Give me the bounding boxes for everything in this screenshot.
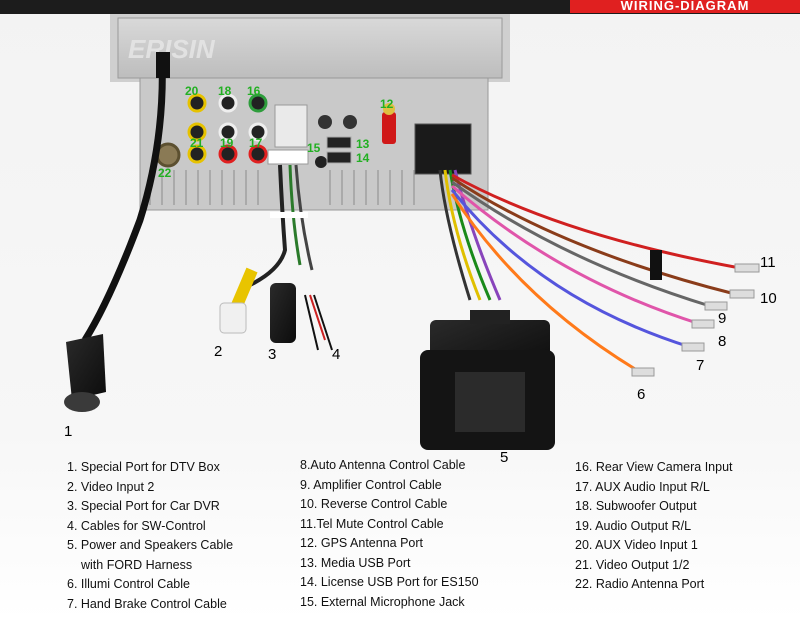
callout-15: 15 bbox=[307, 141, 321, 155]
label-3: 3 bbox=[268, 346, 277, 363]
video-and-control-cables bbox=[219, 164, 333, 351]
head-unit-chassis: ERISIN bbox=[110, 14, 510, 211]
legend-item: 6. Illumi Control Cable bbox=[67, 577, 190, 591]
legend-item: 9. Amplifier Control Cable bbox=[300, 477, 442, 492]
callout-18: 18 bbox=[218, 84, 232, 98]
legend-item: 4. Cables for SW-Control bbox=[67, 518, 206, 533]
legend-item: 14. License USB Port for ES150 bbox=[300, 575, 479, 589]
legend-item: 2. Video Input 2 bbox=[67, 479, 155, 494]
label-1: 1 bbox=[64, 423, 73, 440]
legend-item: 5. Power and Speakers Cable bbox=[67, 538, 234, 552]
label-8: 8 bbox=[718, 333, 727, 350]
legend-item: 8.Auto Antenna Control Cable bbox=[300, 458, 466, 472]
legend-item: 18. Subwoofer Output bbox=[575, 499, 697, 513]
callout-12: 12 bbox=[380, 97, 394, 111]
legend-item: 15. External Microphone Jack bbox=[300, 594, 465, 609]
legend-item: 22. Radio Antenna Port bbox=[575, 577, 705, 591]
diagram-title-banner: WIRING-DIAGRAM bbox=[570, 0, 800, 13]
legend-item: 21. Video Output 1/2 bbox=[575, 557, 690, 572]
legend-item: 19. Audio Output R/L bbox=[575, 518, 692, 533]
legend-item: 16. Rear View Camera Input bbox=[575, 460, 733, 474]
callout-14: 14 bbox=[356, 151, 370, 165]
label-5: 5 bbox=[500, 449, 509, 466]
callout-16: 16 bbox=[247, 84, 261, 98]
legend-item: 17. AUX Audio Input R/L bbox=[575, 479, 710, 494]
legend-column-1: 1. Special Port for DTV Box 2. Video Inp… bbox=[67, 458, 233, 614]
callout-13: 13 bbox=[356, 137, 370, 151]
callout-17: 17 bbox=[249, 136, 263, 150]
ford-harness-connector bbox=[420, 310, 555, 450]
legend-item: 20. AUX Video Input 1 bbox=[575, 538, 698, 552]
legend-item: 12. GPS Antenna Port bbox=[300, 536, 423, 550]
legend-column-2: 8.Auto Antenna Control Cable 9. Amplifie… bbox=[300, 456, 479, 612]
label-11: 11 bbox=[760, 254, 776, 271]
callout-22: 22 bbox=[158, 166, 172, 180]
harness-wires bbox=[438, 169, 741, 374]
brand-watermark: ERISIN bbox=[128, 34, 216, 64]
label-4: 4 bbox=[332, 346, 341, 363]
label-10: 10 bbox=[760, 290, 777, 307]
legend-item: 7. Hand Brake Control Cable bbox=[67, 596, 227, 611]
legend-item: with FORD Harness bbox=[81, 557, 193, 572]
rca-ports bbox=[155, 93, 472, 175]
label-6: 6 bbox=[637, 386, 646, 403]
legend-item: 1. Special Port for DTV Box bbox=[67, 460, 220, 474]
callout-20: 20 bbox=[185, 84, 199, 98]
legend-item: 13. Media USB Port bbox=[300, 555, 411, 570]
dtv-cable bbox=[64, 52, 170, 412]
callout-21: 21 bbox=[190, 136, 204, 150]
legend-item: 11.Tel Mute Control Cable bbox=[300, 516, 444, 531]
wire-terminals bbox=[631, 250, 760, 377]
legend-column-3: 16. Rear View Camera Input 17. AUX Audio… bbox=[575, 458, 733, 595]
legend-item: 10. Reverse Control Cable bbox=[300, 497, 448, 511]
wiring-artwork: ERISIN 20 18 16 21 19 17 22 12 15 13 14 bbox=[64, 14, 760, 450]
label-7: 7 bbox=[696, 357, 705, 374]
label-9: 9 bbox=[718, 310, 727, 327]
callout-19: 19 bbox=[220, 136, 234, 150]
legend-item: 3. Special Port for Car DVR bbox=[67, 499, 220, 513]
label-2: 2 bbox=[214, 343, 223, 360]
